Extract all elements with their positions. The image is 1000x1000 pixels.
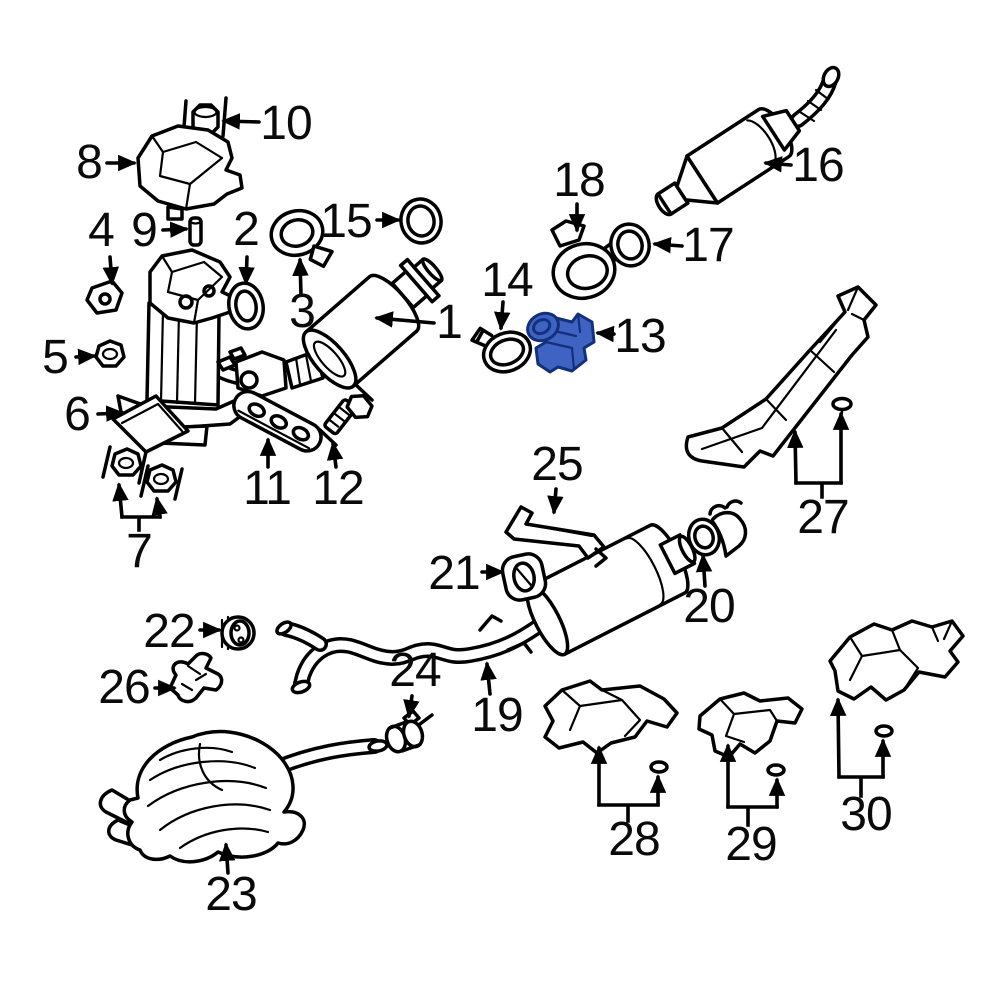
arrow-branch-part-28 [597, 803, 660, 823]
part-2-gasket-ring [227, 281, 265, 331]
arrow-to-part-6 [96, 405, 125, 422]
part-21-rubber-insulator [500, 552, 548, 602]
arrow-branch-part-7 [120, 515, 162, 532]
part-28-heat-shield [543, 679, 679, 774]
arrow-to-part-5 [74, 348, 97, 366]
part-22-insulator [220, 615, 256, 651]
part-1-front-resonator [301, 257, 444, 390]
part-label-14: 14 [481, 254, 533, 307]
part-label-29: 29 [725, 818, 777, 871]
part-25-support-rail [504, 505, 608, 568]
part-label-11: 11 [243, 462, 292, 515]
part-17-gasket-ring [609, 222, 651, 268]
arrow-to-part-23 [218, 842, 236, 875]
arrow-to-part-2 [238, 255, 255, 286]
part-label-7: 7 [126, 525, 153, 578]
part-label-9: 9 [131, 204, 158, 257]
arrow-to-part-4 [102, 255, 119, 286]
part-label-26: 26 [98, 661, 150, 714]
part-label-30: 30 [840, 788, 892, 841]
part-29-heat-shield [697, 691, 804, 777]
arrow-to-part-13 [595, 325, 616, 343]
part-label-3: 3 [289, 285, 316, 338]
part-8-cover [136, 124, 244, 221]
part-20-clamp-hanger [686, 499, 748, 558]
part-label-18: 18 [553, 154, 605, 207]
arrow-to-part-1 [374, 311, 436, 328]
part-11-bracket [232, 389, 323, 453]
part-14-clamp [470, 326, 533, 374]
arrow-to-part-19 [480, 661, 497, 696]
part-6-wedge-plate [111, 394, 190, 454]
part-label-1: 1 [436, 296, 463, 349]
part-27-heat-shield [684, 285, 878, 469]
arrow-to-part-20 [695, 553, 713, 588]
arrow-branch-part-27 [794, 481, 843, 499]
part-label-23: 23 [205, 868, 257, 921]
arrow-to-part-25 [547, 487, 564, 515]
part-4-bracket [85, 279, 124, 315]
part-label-12: 12 [312, 462, 364, 515]
part-label-10: 10 [260, 97, 312, 150]
part-30-heat-shield [828, 619, 965, 738]
part-label-4: 4 [88, 204, 115, 257]
part-label-15: 15 [320, 195, 372, 248]
part-label-19: 19 [471, 689, 523, 742]
part-label-24: 24 [389, 644, 441, 697]
arrow-branch-part-29 [726, 805, 779, 827]
part-label-5: 5 [42, 331, 69, 384]
part-label-16: 16 [792, 139, 844, 192]
front-exhaust-assembly [116, 248, 325, 447]
part-7-nuts [101, 445, 184, 501]
part-label-6: 6 [64, 388, 91, 441]
part-13-hanger-bracket-highlighted [526, 311, 596, 374]
arrow-to-part-16 [763, 156, 793, 173]
part-26-bracket [168, 651, 224, 704]
arrow-to-part-17 [652, 236, 684, 254]
part-19-center-muffler-and-pipe [275, 523, 697, 695]
arrow-to-part-14 [494, 300, 511, 331]
arrow-to-part-24 [403, 694, 420, 719]
part-3-flange-gasket [269, 208, 334, 269]
arrow-to-part-3 [292, 257, 309, 297]
part-label-21: 21 [428, 547, 480, 600]
part-label-20: 20 [683, 580, 735, 633]
part-label-13: 13 [614, 310, 666, 363]
part-12-bolt [318, 383, 374, 447]
part-label-17: 17 [682, 219, 734, 272]
part-24-clamp [384, 709, 434, 754]
arrow-to-part-12 [326, 441, 344, 469]
part-15-seal-ring [399, 197, 443, 245]
part-label-2: 2 [233, 203, 260, 256]
part-16-rear-catalytic-converter [654, 65, 841, 217]
part-label-28: 28 [608, 813, 660, 866]
leader-arrows [74, 113, 892, 875]
part-label-22: 22 [143, 605, 195, 658]
part-5-nut [94, 339, 126, 368]
part-label-27: 27 [797, 491, 849, 544]
part-9-pin [188, 216, 203, 247]
arrow-to-part-9 [161, 221, 189, 238]
part-23-rear-muffler [98, 729, 389, 864]
arrow-to-part-10 [221, 113, 261, 130]
part-label-25: 25 [531, 438, 583, 491]
arrow-branch-part-30 [837, 775, 885, 798]
part-label-8: 8 [76, 136, 103, 189]
